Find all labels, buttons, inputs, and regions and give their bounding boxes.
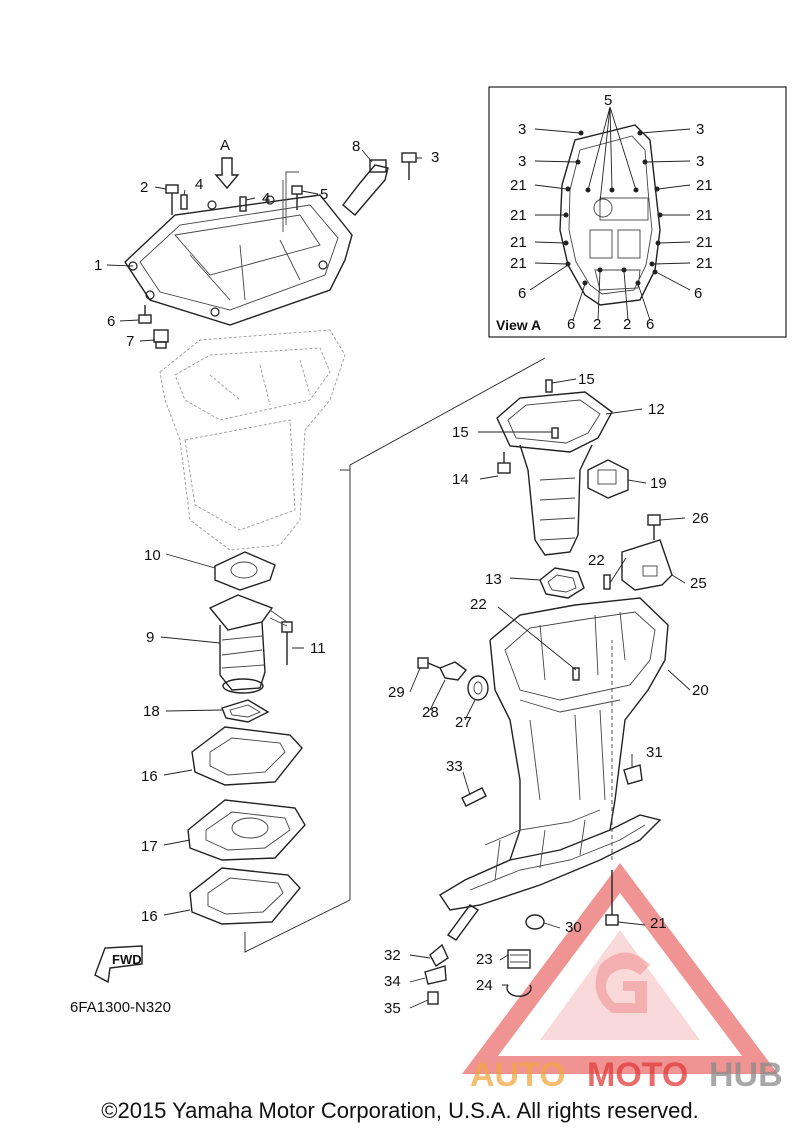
oil-pan-group: 15 12 15 14 19 13 <box>452 371 667 599</box>
callout-4: 4 <box>195 176 203 193</box>
view-a-callout-2: 2 <box>593 316 601 333</box>
callout-23: 23 <box>476 951 493 968</box>
watermark-logo <box>462 862 778 1074</box>
callout-27: 27 <box>455 714 472 731</box>
callout-15: 15 <box>452 424 469 441</box>
view-a-callout-6: 6 <box>694 285 702 302</box>
view-a-callout-21: 21 <box>696 207 713 224</box>
callout-3: 3 <box>431 149 439 166</box>
callout-19: 19 <box>650 475 667 492</box>
callout-14: 14 <box>452 471 469 488</box>
view-a-callout-21: 21 <box>510 255 527 272</box>
callout-34: 34 <box>384 973 401 990</box>
assembly-boundary <box>244 357 546 953</box>
fwd-arrow-label: FWD <box>112 952 142 967</box>
view-a-callout-6: 6 <box>518 285 526 302</box>
callout-33: 33 <box>446 758 463 775</box>
view-a-callout-3: 3 <box>696 153 704 170</box>
view-a-callout-21: 21 <box>510 177 527 194</box>
callout-20: 20 <box>692 682 709 699</box>
view-a-callout-3: 3 <box>518 121 526 138</box>
callout-35: 35 <box>384 1000 401 1017</box>
view-a-callout-2: 2 <box>623 316 631 333</box>
callout-4: 4 <box>262 190 270 207</box>
view-a-callout-5: 5 <box>604 92 612 109</box>
callout-11: 11 <box>310 640 326 657</box>
callout-21: 21 <box>650 915 667 932</box>
callout-16: 16 <box>141 908 158 925</box>
callout-28: 28 <box>422 704 439 721</box>
callout-2: 2 <box>140 179 148 196</box>
view-a-callout-21: 21 <box>696 177 713 194</box>
copyright-notice: ©2015 Yamaha Motor Corporation, U.S.A. A… <box>101 1098 699 1123</box>
callout-22: 22 <box>470 596 487 613</box>
view-a-callout-3: 3 <box>518 153 526 170</box>
diagram-code: 6FA1300-N320 <box>70 999 171 1016</box>
callout-15: 15 <box>578 371 595 388</box>
callout-24: 24 <box>476 977 493 994</box>
view-arrow-a-label: A <box>220 137 230 154</box>
callout-30: 30 <box>565 919 582 936</box>
watermark-moto: MOTO <box>587 1056 688 1094</box>
view-a-callout-3: 3 <box>696 121 704 138</box>
watermark-auto: AUTO <box>470 1056 566 1094</box>
callout-1: 1 <box>94 257 102 274</box>
view-a-callout-21: 21 <box>696 255 713 272</box>
left-column-parts: FWD 10 9 11 18 16 17 16 6FA1300-N320 <box>70 547 326 1016</box>
callout-26: 26 <box>692 510 709 527</box>
callout-9: 9 <box>146 629 154 646</box>
callout-7: 7 <box>126 333 134 350</box>
callout-6: 6 <box>107 313 115 330</box>
callout-22: 22 <box>588 552 605 569</box>
view-a-callout-6: 6 <box>567 316 575 333</box>
callout-25: 25 <box>690 575 707 592</box>
view-a-callout-21: 21 <box>510 207 527 224</box>
reference-engine-block <box>159 329 346 551</box>
callout-12: 12 <box>648 401 665 418</box>
callout-13: 13 <box>485 571 502 588</box>
watermark-text: AUTO MOTO HUB <box>470 1056 783 1094</box>
callout-32: 32 <box>384 947 401 964</box>
callout-31: 31 <box>646 744 663 761</box>
callout-18: 18 <box>143 703 160 720</box>
view-a-callout-6: 6 <box>646 316 654 333</box>
upper-casing-20-group: 26 22 25 22 20 29 28 27 31 33 30 21 32 2… <box>384 510 709 1017</box>
view-a-callout-21: 21 <box>696 234 713 251</box>
view-a-callout-21: 21 <box>510 234 527 251</box>
callout-8: 8 <box>352 138 360 155</box>
view-a-box: 5 3 3 3 3 21 21 21 21 21 21 21 21 6 6 6 … <box>488 86 787 338</box>
callout-29: 29 <box>388 684 405 701</box>
view-a-label: View A <box>496 317 541 333</box>
callout-16: 16 <box>141 768 158 785</box>
callout-10: 10 <box>144 547 161 564</box>
upper-casing-group: A 1 2 4 4 5 3 8 6 7 <box>94 137 439 350</box>
callout-5: 5 <box>320 186 328 203</box>
callout-17: 17 <box>141 838 158 855</box>
watermark-hub: HUB <box>709 1056 783 1094</box>
